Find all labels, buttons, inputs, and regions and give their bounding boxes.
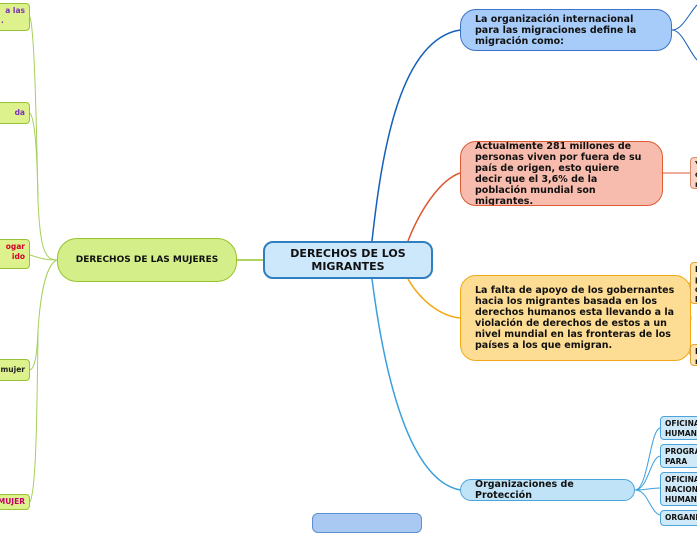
right-leaf-blue-2-line-1: PROGRA <box>665 447 697 456</box>
topic-partial-bottom[interactable] <box>312 513 422 533</box>
left-leaf-3-text-b: ido <box>11 252 25 261</box>
topic-organizaciones-proteccion[interactable]: Organizaciones de Protección <box>460 479 635 501</box>
right-leaf-orange-2[interactable]: E r <box>690 344 697 366</box>
right-leaf-orange-1-line-3: d <box>695 285 697 295</box>
right-leaf-orange-1-line-4: la <box>695 295 697 303</box>
left-leaf-5-text: MUJER <box>0 497 25 506</box>
left-leaf-2[interactable]: da <box>0 102 30 124</box>
left-leaf-3[interactable]: ogar ido <box>0 239 30 269</box>
link-n4-d <box>634 489 661 516</box>
right-leaf-blue-2[interactable]: PROGRA PARA EL <box>660 444 697 468</box>
right-leaf-blue-1[interactable]: OFICINA HUMANI <box>660 416 697 440</box>
topic-definicion-migracion[interactable]: La organización internacional para las m… <box>460 9 672 51</box>
topic-derechos-mujeres-label: DERECHOS DE LAS MUJERES <box>75 255 219 265</box>
right-leaf-red-line-1: Y <box>695 160 697 170</box>
right-leaf-orange-2-line-1: E <box>695 347 697 357</box>
link-n1-a <box>671 4 697 31</box>
left-leaf-1[interactable]: a las . <box>0 3 30 31</box>
topic-definicion-migracion-text: La organización internacional para las m… <box>475 13 637 47</box>
link-n3 <box>407 278 461 319</box>
topic-derechos-mujeres[interactable]: DERECHOS DE LAS MUJERES <box>57 238 237 282</box>
right-leaf-orange-1-line-2: p <box>695 275 697 285</box>
right-leaf-orange-2-line-2: r <box>695 357 697 365</box>
left-leaf-1-text: a las <box>5 6 25 15</box>
right-leaf-blue-3-line-2: NACION <box>665 485 697 494</box>
right-leaf-blue-2-line-2: PARA EL <box>665 457 688 466</box>
right-leaf-red-line-2: c <box>695 170 697 180</box>
central-topic-label: DERECHOS DE LOS MIGRANTES <box>290 247 406 273</box>
central-topic[interactable]: DERECHOS DE LOS MIGRANTES <box>263 241 433 279</box>
right-leaf-blue-3-line-1: OFICINA <box>665 475 697 484</box>
link-left-3 <box>29 254 58 261</box>
right-leaf-blue-1-line-1: OFICINA <box>665 419 697 428</box>
topic-falta-apoyo-text: La falta de apoyo de los gobernantes hac… <box>475 285 675 351</box>
left-leaf-2-text: da <box>14 108 25 117</box>
right-leaf-blue-4[interactable]: ORGANI <box>660 510 697 526</box>
topic-cifras-migrantes-text: Actualmente 281 millones de personas viv… <box>475 141 642 206</box>
link-left-1 <box>29 16 58 261</box>
right-leaf-blue-1-line-2: HUMANI <box>665 429 697 438</box>
right-leaf-blue-4-line-1: ORGANI <box>665 513 697 522</box>
left-leaf-5[interactable]: MUJER <box>0 494 30 510</box>
link-n2 <box>407 172 461 242</box>
topic-falta-apoyo[interactable]: La falta de apoyo de los gobernantes hac… <box>460 275 691 361</box>
link-n4 <box>371 278 461 491</box>
left-leaf-4-text: mujer <box>0 365 25 374</box>
left-leaf-3-text-a: ogar <box>5 242 25 251</box>
right-leaf-red-line-3: r <box>695 180 697 188</box>
topic-cifras-migrantes[interactable]: Actualmente 281 millones de personas viv… <box>460 141 663 206</box>
right-leaf-orange-1[interactable]: E p d la <box>690 262 697 304</box>
link-n1-b <box>671 29 697 61</box>
link-n4-a <box>634 427 661 491</box>
link-n1 <box>371 29 461 242</box>
right-leaf-red[interactable]: Y c r <box>690 157 697 189</box>
link-left-4 <box>29 259 58 371</box>
link-left-5 <box>29 329 39 503</box>
topic-organizaciones-proteccion-text: Organizaciones de Protección <box>475 479 574 501</box>
left-leaf-4[interactable]: mujer <box>0 359 30 381</box>
link-left-2 <box>29 112 39 201</box>
right-leaf-orange-1-line-1: E <box>695 265 697 275</box>
link-n4-b <box>634 455 661 491</box>
